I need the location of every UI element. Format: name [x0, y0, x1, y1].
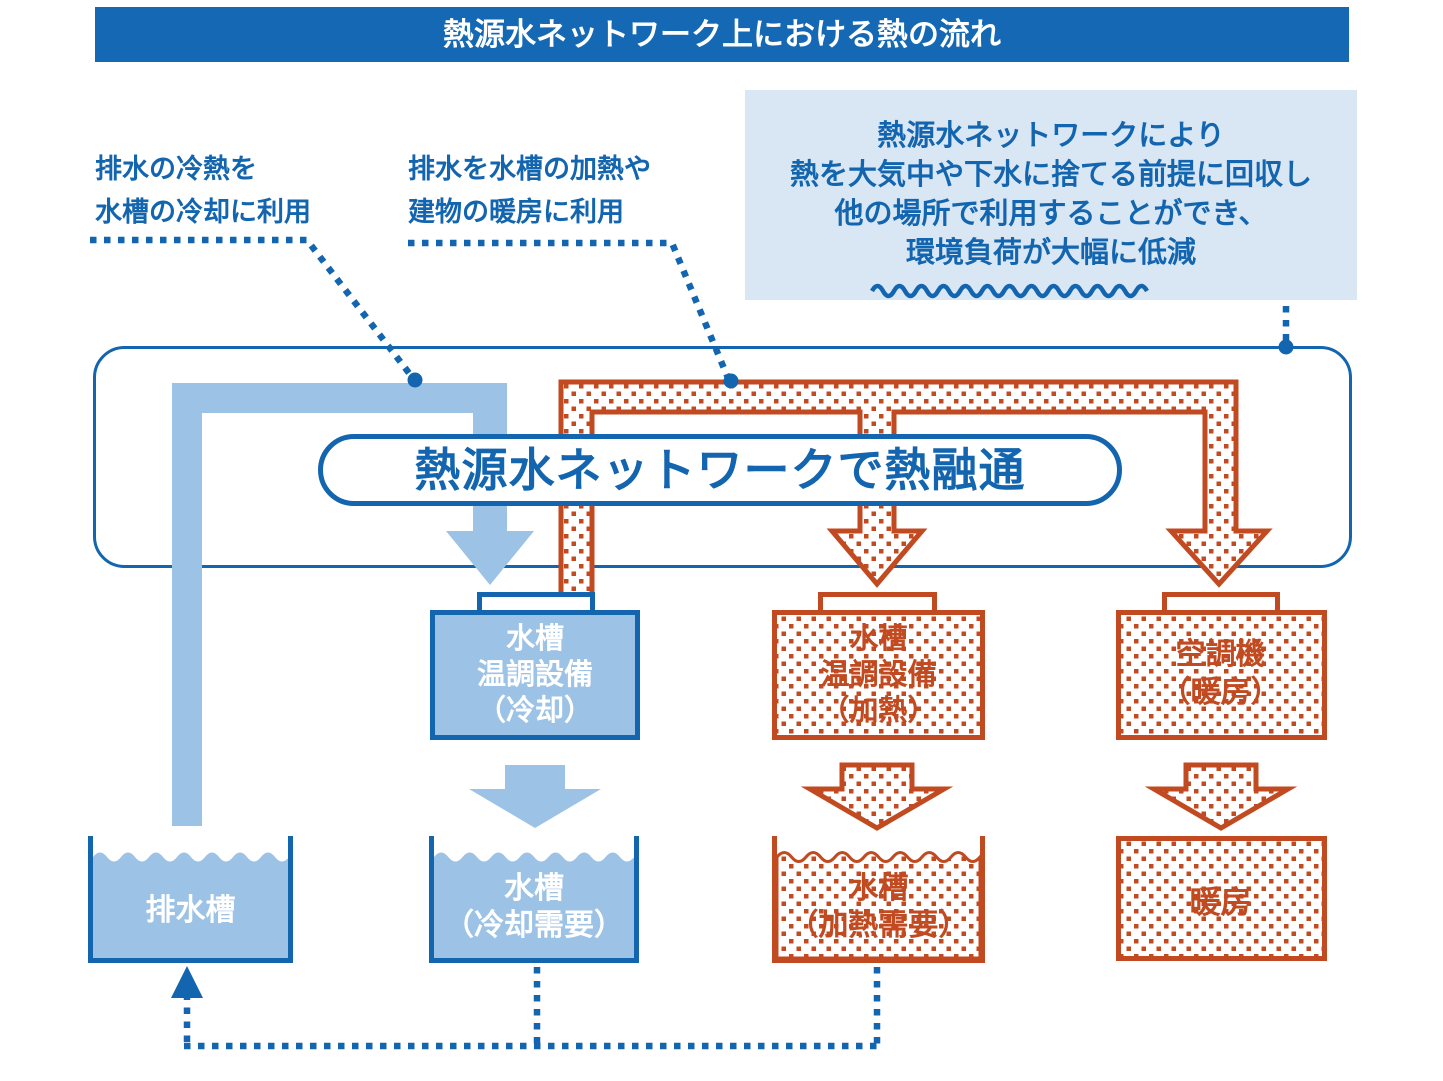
label-line: （暖房） [1160, 676, 1281, 709]
cooling-leader-dot [407, 372, 423, 388]
annotation-line: 排水を水槽の加熱や [408, 154, 651, 184]
drain-water-pipe [172, 383, 534, 826]
cooling-to-tank-arrow [469, 765, 601, 828]
heating-tank-label: 水槽 （加熱需要） [772, 870, 985, 944]
annotation-cooling: 排水の冷熱を 水槽の冷却に利用 [95, 148, 311, 234]
annotation-line: 水槽の冷却に利用 [95, 197, 311, 227]
page-title: 熱源水ネットワーク上における熱の流れ [443, 17, 1001, 52]
heating-tank-water [775, 851, 982, 960]
return-drain-lines [183, 967, 881, 1050]
heating-tank-walls [772, 836, 985, 963]
air-conditioner-box [1116, 610, 1327, 740]
label-line: 水槽 [848, 872, 909, 905]
heating-room-box [1116, 836, 1327, 961]
title-bar [95, 7, 1349, 62]
cooling-equipment-label: 水槽 温調設備 （冷却） [430, 621, 640, 729]
network-pill-label: 熱源水ネットワークで熱融通 [414, 444, 1026, 496]
label-line: （加熱需要） [788, 909, 969, 942]
cooling-tank-label: 水槽 （冷却需要） [429, 870, 639, 944]
drain-tank-walls [88, 836, 293, 963]
callout-line: 他の場所で利用することができ、 [834, 198, 1268, 230]
cooling-annotation-leader [90, 236, 415, 379]
heating-equipment-box [772, 610, 985, 740]
callout-box [745, 90, 1357, 300]
callout-line: 熱源水ネットワークにより [877, 120, 1225, 152]
label-line: 温調設備 [820, 659, 937, 691]
cooling-equipment-box [430, 610, 640, 740]
drain-tank-label: 排水槽 [145, 894, 236, 927]
callout-leader-dot [1278, 339, 1294, 355]
wavy-underline [870, 283, 1149, 299]
heating-to-tank-arrow [800, 762, 954, 831]
label-line: 空調機 [1175, 638, 1266, 671]
cooling-tank-water [434, 852, 635, 958]
heating-room-label: 暖房 [1189, 885, 1252, 920]
heating-annotation-leader [408, 239, 732, 380]
heating-equipment-label: 水槽 温調設備 （加熱） [772, 621, 985, 729]
callout-line: 環境負荷が大幅に低減 [905, 237, 1196, 269]
callout-text: 熱源水ネットワークにより 熱を大気中や下水に捨てる前提に回収し 他の場所で利用す… [745, 117, 1357, 273]
return-arrowhead-icon [171, 966, 203, 998]
label-line: （冷却需要） [444, 909, 624, 942]
annotation-line: 建物の暖房に利用 [408, 197, 624, 227]
annotation-line: 排水の冷熱を [95, 154, 257, 184]
label-line: 水槽 [505, 623, 564, 655]
label-line: （冷却） [476, 695, 593, 727]
label-line: 温調設備 [476, 659, 593, 691]
label-line: 水槽 [504, 872, 564, 905]
drain-tank-water [93, 852, 289, 958]
cooling-tank-walls [429, 836, 639, 963]
heat-network-pipe [558, 379, 1273, 598]
heating-leader-dot [723, 373, 739, 389]
label-line: （加熱） [820, 695, 937, 727]
network-pill [318, 434, 1122, 506]
air-conditioner-label: 空調機 （暖房） [1116, 636, 1325, 712]
network-boundary [93, 346, 1352, 568]
ac-to-room-arrow [1144, 762, 1298, 831]
callout-line: 熱を大気中や下水に捨てる前提に回収し [789, 159, 1312, 191]
annotation-heating: 排水を水槽の加熱や 建物の暖房に利用 [408, 148, 651, 234]
label-line: 水槽 [849, 623, 908, 655]
